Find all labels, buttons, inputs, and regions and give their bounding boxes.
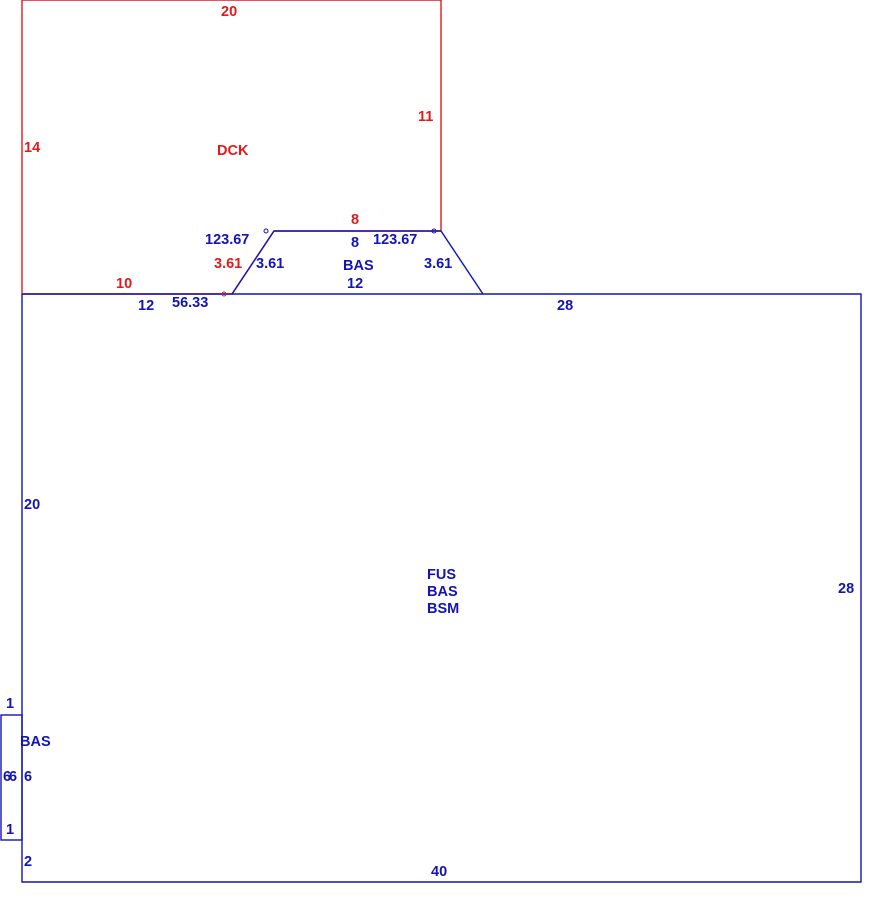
main-area-code: FUS (427, 567, 456, 583)
small-area-code: BAS (20, 734, 51, 750)
main-area-code: BAS (427, 584, 458, 600)
small-dim-top: 1 (6, 696, 14, 712)
bay-angle-left: 123.67 (205, 232, 249, 248)
small-dim-outer: 6 (3, 769, 11, 785)
main-dim-right: 28 (838, 581, 854, 597)
deck-dim-right: 11 (418, 109, 433, 125)
main-area-code: BSM (427, 601, 459, 617)
small-bumpout-outline (0, 714, 23, 841)
deck-dim-inner-top: 8 (351, 212, 359, 228)
small-dim-left: 6 (9, 769, 17, 785)
bay-angle-bottom: 56.33 (172, 295, 208, 311)
bay-area-code: BAS (343, 258, 374, 274)
main-dim-left: 20 (24, 497, 40, 513)
deck-area-code: DCK (217, 143, 249, 159)
bay-dim-left-diagonal: 3.61 (256, 256, 284, 272)
main-dim-lower-left: 2 (24, 854, 32, 870)
deck-dim-bottom: 10 (116, 276, 132, 292)
main-dim-top-right: 28 (557, 298, 573, 314)
small-dim-right: 6 (24, 769, 32, 785)
bay-dim-top: 8 (351, 235, 359, 251)
deck-dim-top: 20 (221, 4, 237, 20)
bay-dim-right-diagonal: 3.61 (424, 256, 452, 272)
main-outline (21, 230, 862, 883)
corner-marker (431, 228, 437, 234)
bay-dim-bottom: 12 (347, 276, 363, 292)
corner-marker (221, 291, 227, 297)
main-dim-top-left: 12 (138, 298, 154, 314)
small-dim-bottom: 1 (6, 822, 14, 838)
bay-angle-right: 123.67 (373, 232, 417, 248)
main-dim-bottom: 40 (431, 864, 447, 880)
corner-marker (263, 228, 269, 234)
deck-dim-diagonal: 3.61 (214, 256, 242, 272)
deck-dim-left: 14 (24, 140, 40, 156)
